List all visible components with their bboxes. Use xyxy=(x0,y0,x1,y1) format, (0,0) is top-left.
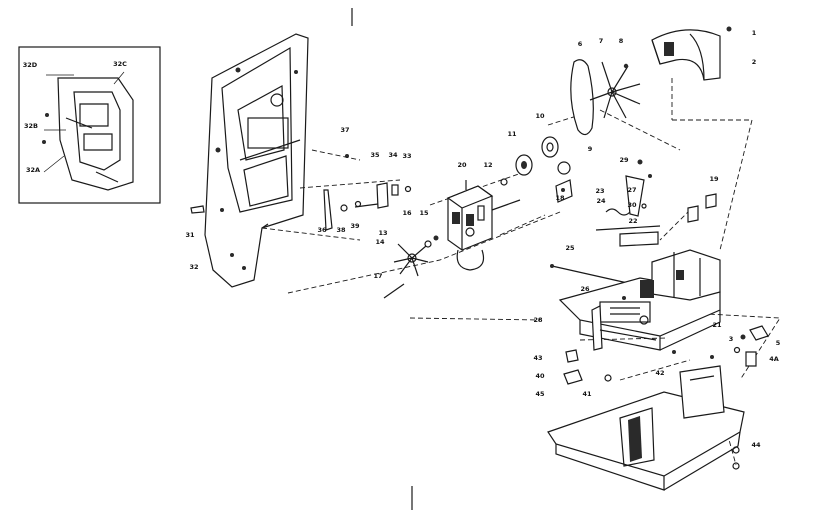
base-tray xyxy=(547,365,745,491)
callout-28: 28 xyxy=(533,316,543,324)
callout-19: 19 xyxy=(709,175,719,183)
rod xyxy=(383,283,405,299)
callout-32b: 32B xyxy=(24,122,38,130)
tray-hardware xyxy=(563,349,740,470)
shroud-cover xyxy=(651,26,732,81)
callout-44: 44 xyxy=(751,441,761,449)
chassis xyxy=(558,249,721,351)
fan-small xyxy=(393,235,439,277)
edge-marks xyxy=(351,8,413,510)
rail-bracket xyxy=(591,305,657,351)
callout-23: 23 xyxy=(595,187,604,195)
callout-26: 26 xyxy=(580,285,590,293)
callout-35: 35 xyxy=(370,151,380,159)
spring-assembly xyxy=(595,159,717,247)
callout-43: 43 xyxy=(533,354,542,362)
callout-5: 5 xyxy=(776,339,781,347)
callout-45: 45 xyxy=(535,390,545,398)
callout-27: 27 xyxy=(627,186,636,194)
callout-41: 41 xyxy=(582,390,592,398)
callout-2: 2 xyxy=(752,58,757,66)
plate-hardware xyxy=(190,154,412,231)
callout-29: 29 xyxy=(619,156,629,164)
callout-20: 20 xyxy=(457,161,467,169)
drive-belt xyxy=(570,59,594,136)
callout-18: 18 xyxy=(555,194,565,202)
shaft xyxy=(550,264,633,285)
callout-25: 25 xyxy=(565,244,575,252)
callout-7: 7 xyxy=(599,37,604,45)
callout-8: 8 xyxy=(619,37,624,45)
callout-32a: 32A xyxy=(26,166,40,174)
pulley-assembly xyxy=(500,136,559,186)
callout-16: 16 xyxy=(402,209,412,217)
callout-36: 36 xyxy=(317,226,327,234)
fan-large xyxy=(589,61,641,119)
mounting-plate xyxy=(204,33,309,288)
callout-9: 9 xyxy=(588,145,593,153)
callout-15: 15 xyxy=(419,209,429,217)
callout-31: 31 xyxy=(185,231,195,239)
inset-detail xyxy=(18,46,161,204)
callout-42: 42 xyxy=(655,369,664,377)
callout-37: 37 xyxy=(340,126,349,134)
callout-12: 12 xyxy=(483,161,492,169)
callout-34: 34 xyxy=(388,151,398,159)
callout-32: 32 xyxy=(189,263,198,271)
callout-24: 24 xyxy=(596,197,606,205)
callout-40: 40 xyxy=(535,372,545,380)
bracket-18 xyxy=(555,161,573,203)
callout-32d: 32D xyxy=(23,61,38,69)
callout-21: 21 xyxy=(712,321,722,329)
callout-6: 6 xyxy=(578,40,583,48)
callout-14: 14 xyxy=(375,238,385,246)
callout-33: 33 xyxy=(402,152,411,160)
callout-38: 38 xyxy=(336,226,346,234)
callout-4a: 4A xyxy=(769,355,779,363)
callout-17: 17 xyxy=(373,272,382,280)
callout-10: 10 xyxy=(535,112,545,120)
right-hardware xyxy=(672,325,769,367)
callout-11: 11 xyxy=(507,130,517,138)
callout-13: 13 xyxy=(378,229,387,237)
callout-32c: 32C xyxy=(113,60,127,68)
motor-assembly xyxy=(446,180,521,271)
callout-1: 1 xyxy=(752,29,757,37)
callout-22: 22 xyxy=(628,217,637,225)
callout-3: 3 xyxy=(729,335,734,343)
callout-30: 30 xyxy=(627,201,637,209)
callout-39: 39 xyxy=(350,222,360,230)
